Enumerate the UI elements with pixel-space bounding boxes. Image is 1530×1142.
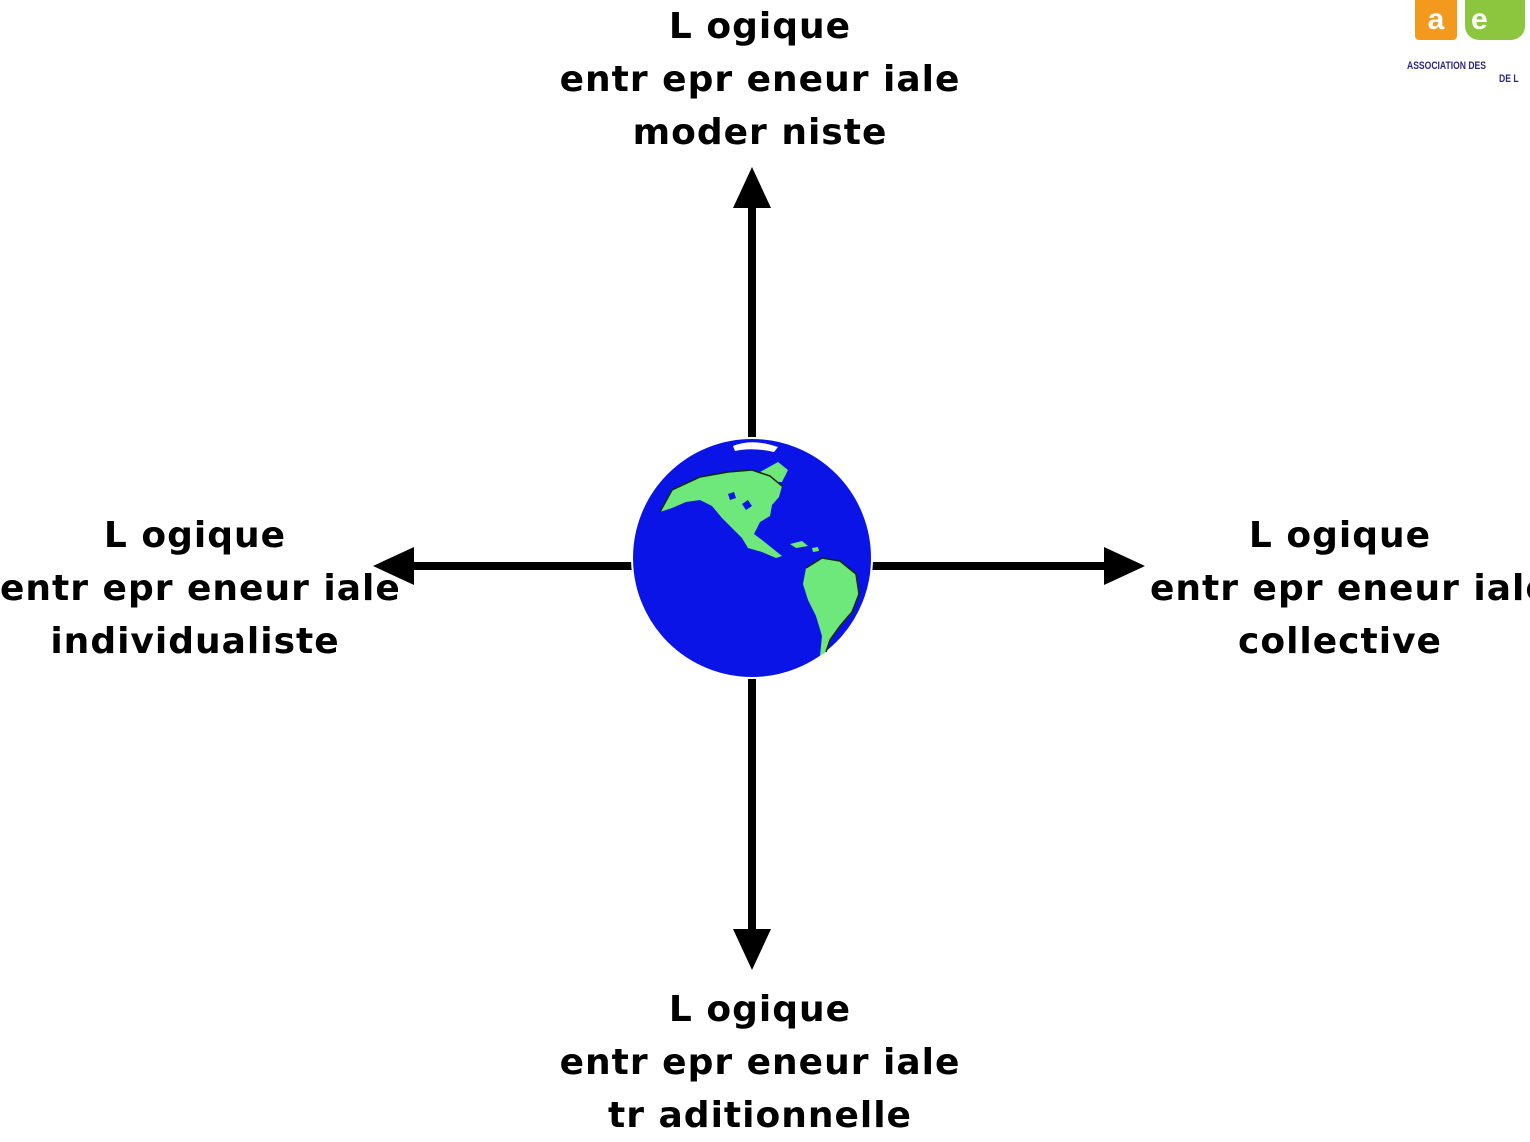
association-logo: a e ASSOCIATION DES DE L <box>1405 0 1530 100</box>
label-left-line1: L ogique <box>103 515 287 556</box>
logo-caption-line2: DE L <box>1499 73 1519 85</box>
arrowhead-down <box>733 929 771 970</box>
label-left-individualist: L ogique entr epr eneur iale individuali… <box>0 509 401 668</box>
logo-letter-a: a <box>1415 0 1457 40</box>
globe-icon <box>631 437 873 679</box>
logo-letter-e: e <box>1465 0 1525 40</box>
label-bottom-line3: tr aditionnelle <box>608 1095 912 1136</box>
label-top-modernist: L ogique entr epr eneur iale moder niste <box>520 0 1000 159</box>
arrowhead-up <box>733 167 771 208</box>
label-top-line1: L ogique <box>668 6 852 47</box>
arrowhead-left <box>373 547 414 585</box>
logo-caption-line1: ASSOCIATION DES <box>1407 60 1486 72</box>
label-top-line2: entr epr eneur iale <box>559 59 961 100</box>
label-top-line3: moder niste <box>632 112 888 153</box>
arrowhead-right <box>1104 547 1145 585</box>
label-right-collective: L ogique entr epr eneur iale collective <box>1150 509 1530 668</box>
logo-caption: ASSOCIATION DES DE L <box>1407 60 1530 86</box>
label-right-line1: L ogique <box>1248 515 1432 556</box>
label-left-line3: individualiste <box>50 621 340 662</box>
label-right-line3: collective <box>1238 621 1442 662</box>
label-bottom-traditional: L ogique entr epr eneur iale tr aditionn… <box>520 983 1000 1142</box>
label-right-line2: entr epr eneur iale <box>1150 568 1530 609</box>
label-left-line2: entr epr eneur iale <box>0 568 401 609</box>
label-bottom-line1: L ogique <box>668 989 852 1030</box>
label-bottom-line2: entr epr eneur iale <box>559 1042 961 1083</box>
